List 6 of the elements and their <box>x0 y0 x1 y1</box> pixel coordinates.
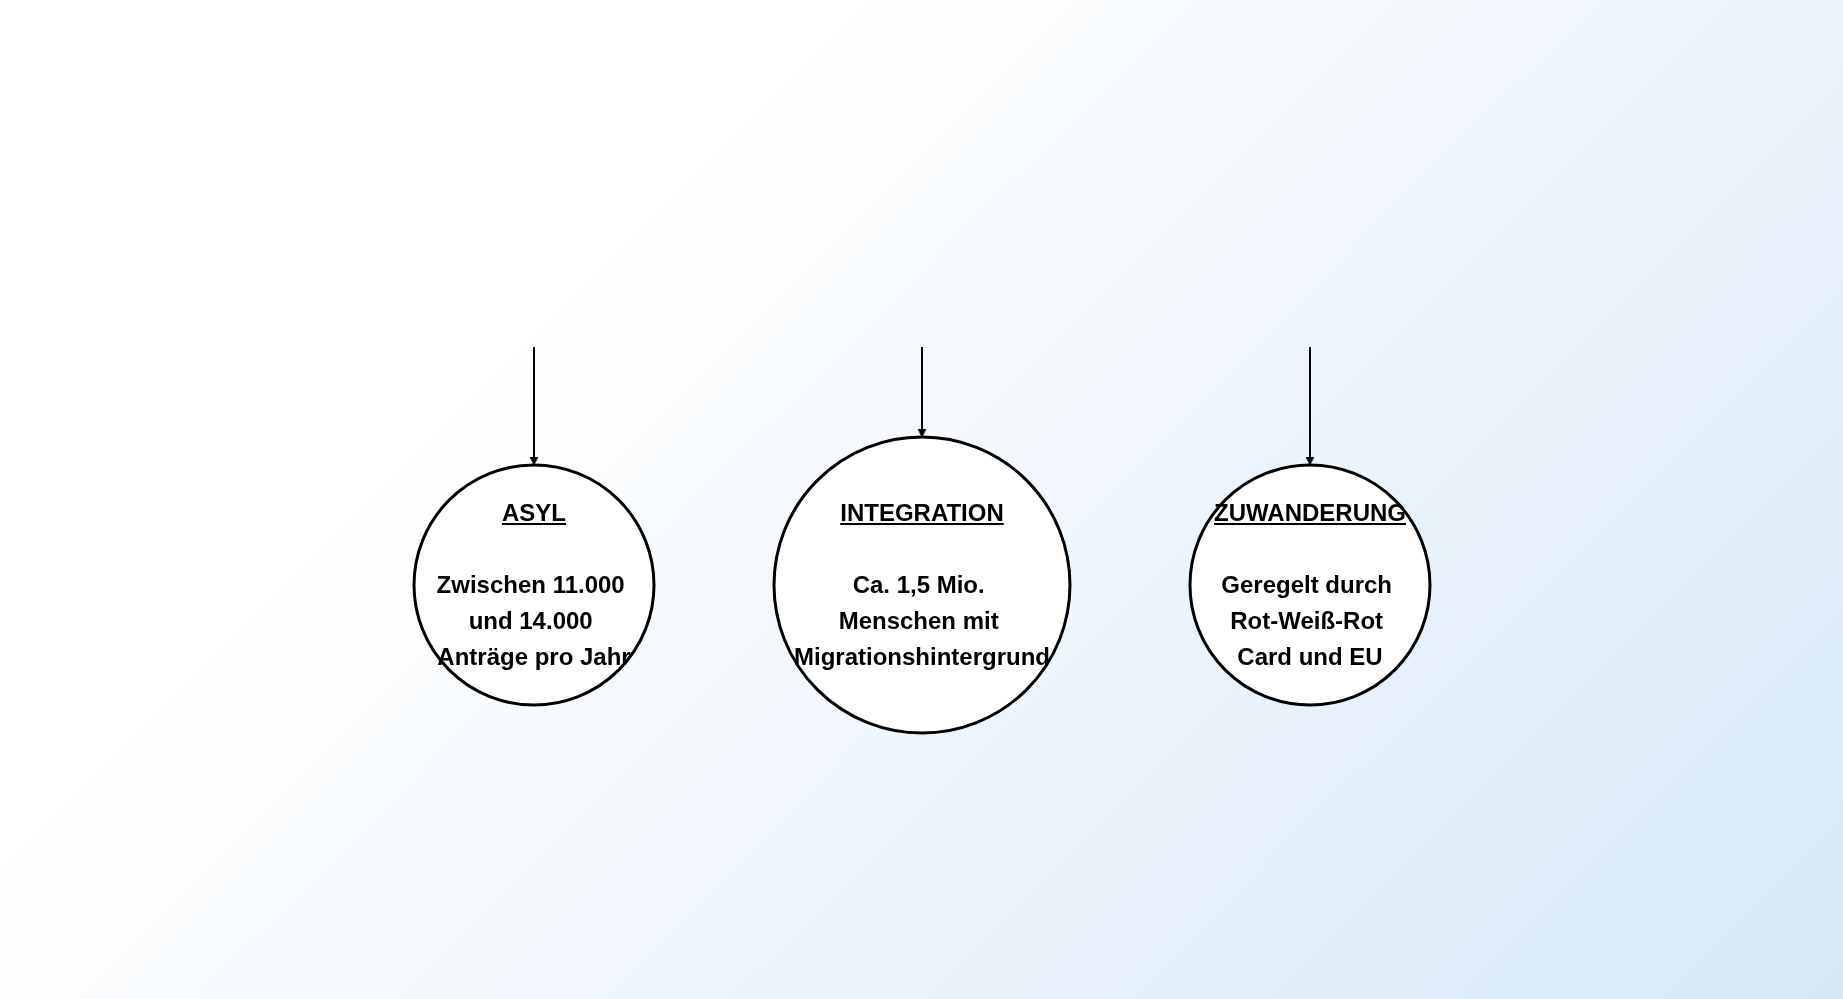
node-circle: ASYL Zwischen 11.000 und 14.000 Anträge pro Jahr <box>412 463 655 706</box>
arrow <box>1305 345 1314 465</box>
node-circle: INTEGRATION Ca. 1,5 Mio. Menschen mit Migrationshintergrund <box>772 435 1071 734</box>
arrow <box>529 345 538 465</box>
arrow <box>917 345 926 437</box>
node-circle: ZUWANDERUNG Geregelt durch Rot-Weiß-Rot Card und EU <box>1188 463 1431 706</box>
